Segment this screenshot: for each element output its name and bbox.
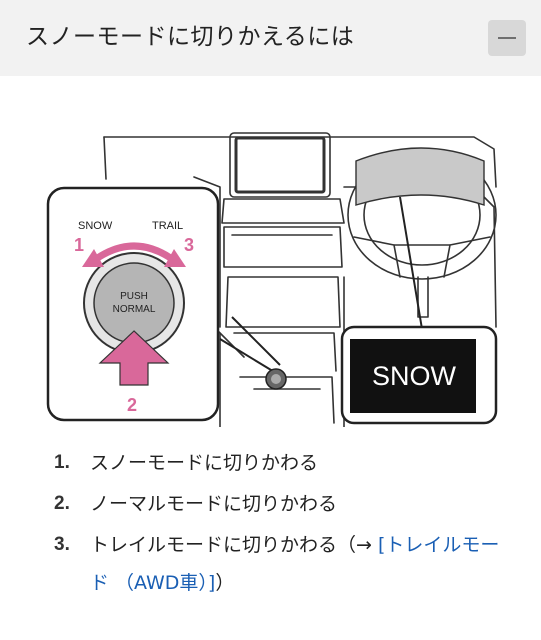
step-number: 2. [54, 493, 70, 514]
list-item: 2. ノーマルモードに切りかわる [54, 485, 514, 523]
trail-mode-link[interactable]: [トレイルモード （AWD車）] [90, 534, 500, 594]
marker-2: 2 [127, 395, 137, 415]
step-text-after: ） [215, 572, 235, 594]
list-item: 1. スノーモードに切りかわる [54, 444, 514, 482]
display-text: SNOW [372, 361, 457, 391]
dial-label-snow: SNOW [78, 220, 113, 232]
minus-icon [498, 37, 516, 39]
snow-mode-illustration: SNOW TRAIL 1 3 PUSH NORMAL 2 SNOW [46, 132, 498, 427]
steps-list: 1. スノーモードに切りかわる 2. ノーマルモードに切りかわる 3. トレイル… [54, 444, 514, 605]
snow-indicator-display [350, 339, 476, 413]
marker-1: 1 [74, 235, 84, 255]
step-text: トレイルモードに切りかわる（→ [90, 534, 378, 556]
step-text: スノーモードに切りかわる [90, 452, 319, 474]
rotate-left-arrowhead [82, 249, 104, 267]
step-number: 3. [54, 534, 70, 555]
rotate-right-arrowhead [164, 249, 186, 267]
dial-center-normal: NORMAL [113, 304, 156, 315]
list-item: 3. トレイルモードに切りかわる（→ [トレイルモード （AWD車）]） [54, 526, 514, 602]
step-text: ノーマルモードに切りかわる [90, 493, 338, 515]
push-arrow [98, 330, 170, 386]
dial-label-trail: TRAIL [152, 220, 183, 232]
section-header[interactable]: スノーモードに切りかえるには [0, 0, 541, 76]
marker-3: 3 [184, 235, 194, 255]
rotate-arrow [92, 242, 176, 263]
section-title: スノーモードに切りかえるには [26, 24, 355, 50]
step-number: 1. [54, 452, 70, 473]
collapse-button[interactable] [488, 20, 526, 56]
dial-center-push: PUSH [120, 291, 148, 302]
